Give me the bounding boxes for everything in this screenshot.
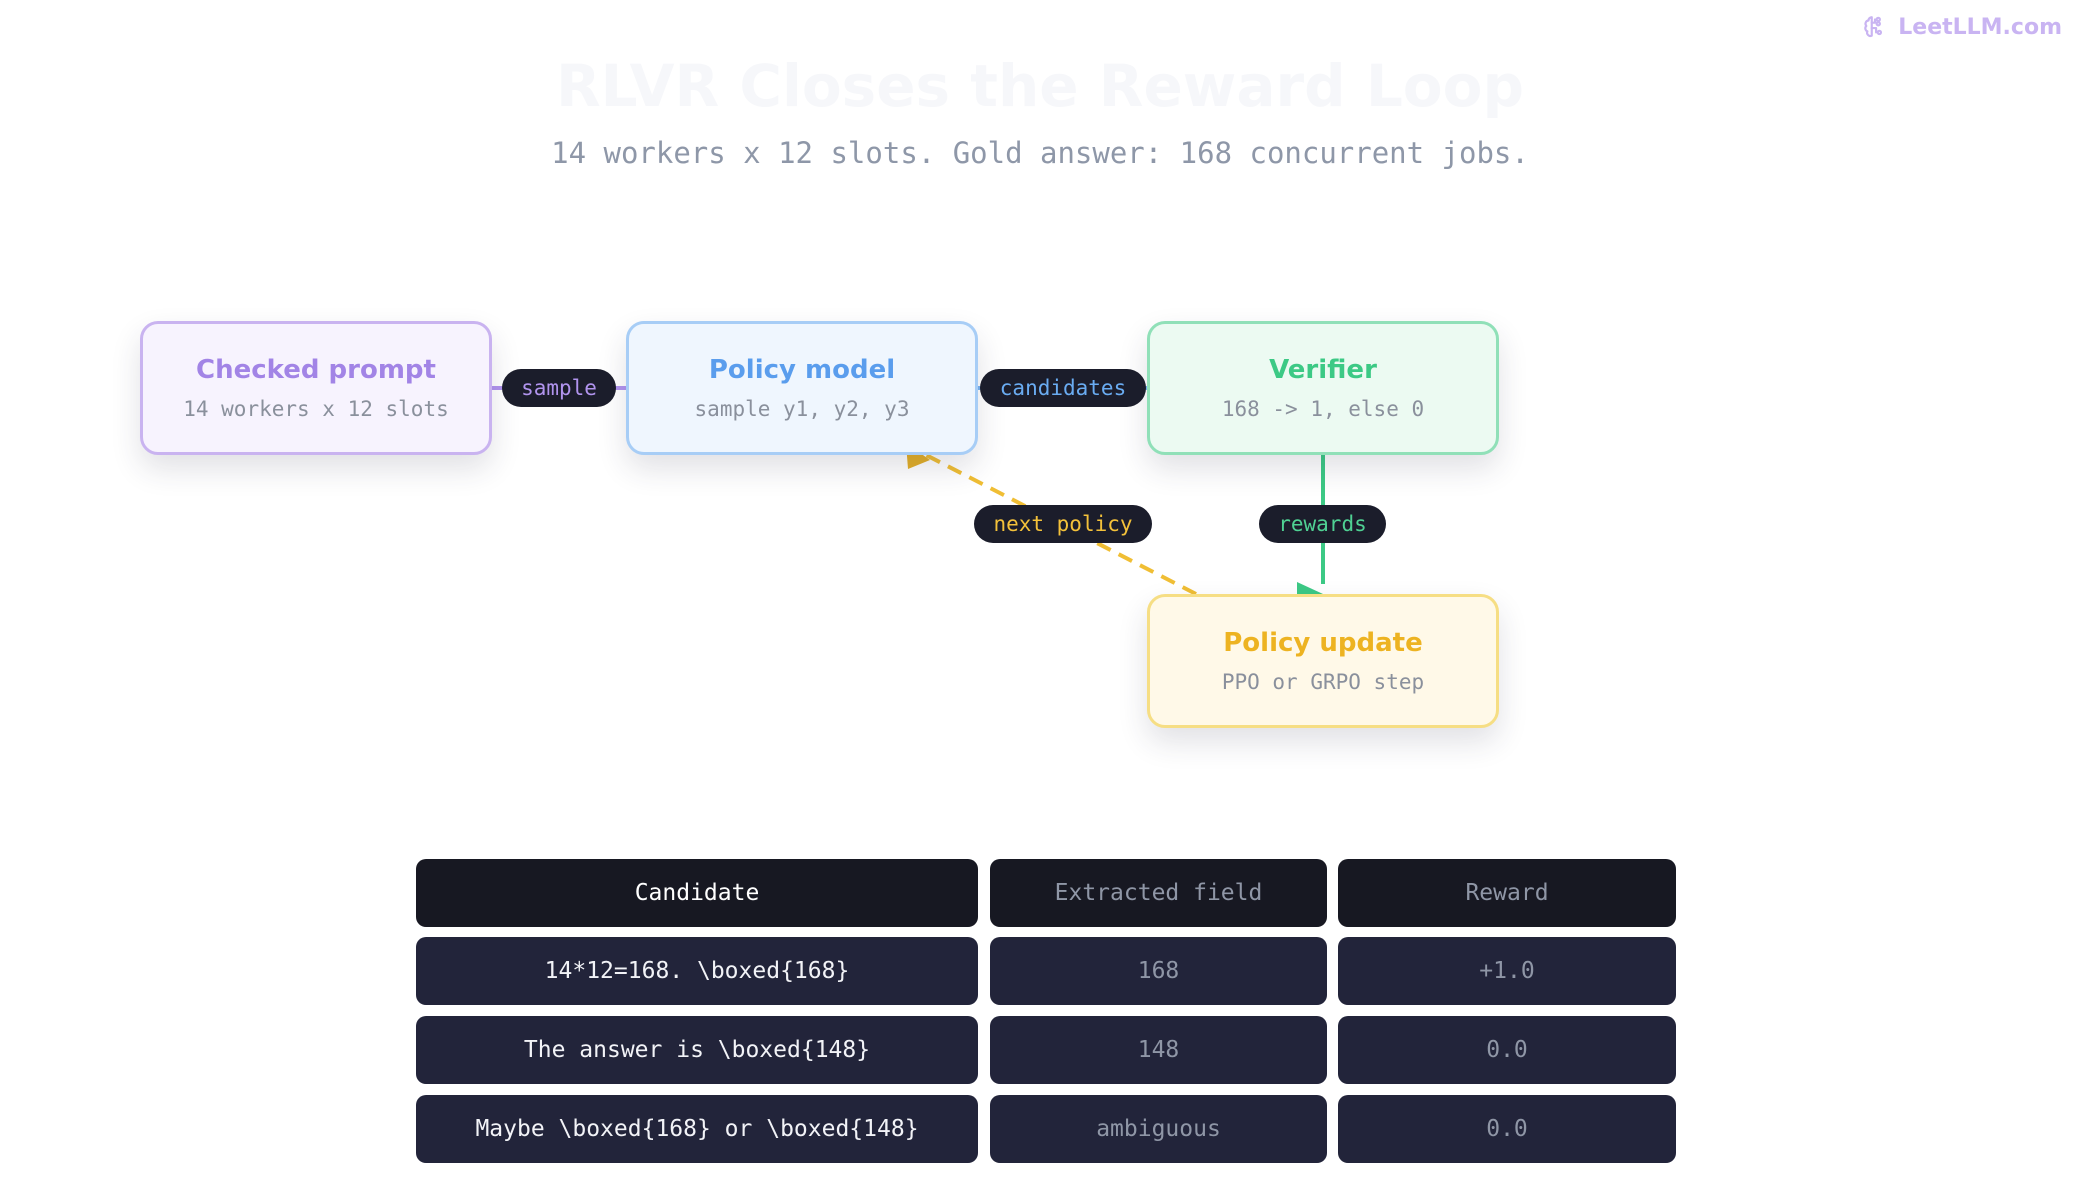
edge-label-next-policy: next policy	[974, 505, 1152, 543]
page-title: RLVR Closes the Reward Loop	[556, 52, 1524, 120]
brand-name: LeetLLM.com	[1898, 14, 2062, 40]
table-cell-extracted: 168	[990, 937, 1327, 1005]
node-subtitle: 168 -> 1, else 0	[1221, 397, 1425, 421]
node-title: Policy model	[708, 355, 896, 385]
table-cell-reward: +1.0	[1338, 937, 1676, 1005]
table-cell-candidate: 14*12=168. \boxed{168}	[416, 937, 978, 1005]
node-subtitle: 14 workers x 12 slots	[183, 397, 449, 421]
node-policy-update: Policy update PPO or GRPO step	[1147, 594, 1499, 728]
table-cell-candidate: Maybe \boxed{168} or \boxed{148}	[416, 1095, 978, 1163]
node-title: Verifier	[1269, 355, 1377, 385]
table-cell-extracted: ambiguous	[990, 1095, 1327, 1163]
node-title: Policy update	[1223, 628, 1423, 658]
edge-label-candidates: candidates	[980, 369, 1146, 407]
page-subtitle: 14 workers x 12 slots. Gold answer: 168 …	[551, 136, 1529, 170]
node-verifier: Verifier 168 -> 1, else 0	[1147, 321, 1499, 455]
edge-label-sample: sample	[502, 369, 616, 407]
table-cell-reward: 0.0	[1338, 1095, 1676, 1163]
node-title: Checked prompt	[196, 355, 436, 385]
table-header-extracted-field: Extracted field	[990, 859, 1327, 927]
table-header-reward: Reward	[1338, 859, 1676, 927]
node-subtitle: sample y1, y2, y3	[694, 397, 910, 421]
edge-label-rewards: rewards	[1259, 505, 1386, 543]
table-cell-candidate: The answer is \boxed{148}	[416, 1016, 978, 1084]
table-header-candidate: Candidate	[416, 859, 978, 927]
reward-loop-diagram: Checked prompt 14 workers x 12 slots Pol…	[140, 321, 1499, 728]
node-subtitle: PPO or GRPO step	[1221, 670, 1425, 694]
table-cell-extracted: 148	[990, 1016, 1327, 1084]
node-policy-model: Policy model sample y1, y2, y3	[626, 321, 978, 455]
node-checked-prompt: Checked prompt 14 workers x 12 slots	[140, 321, 492, 455]
brand-logo[interactable]: LeetLLM.com	[1862, 14, 2062, 40]
table-cell-reward: 0.0	[1338, 1016, 1676, 1084]
brain-icon	[1864, 16, 1883, 38]
